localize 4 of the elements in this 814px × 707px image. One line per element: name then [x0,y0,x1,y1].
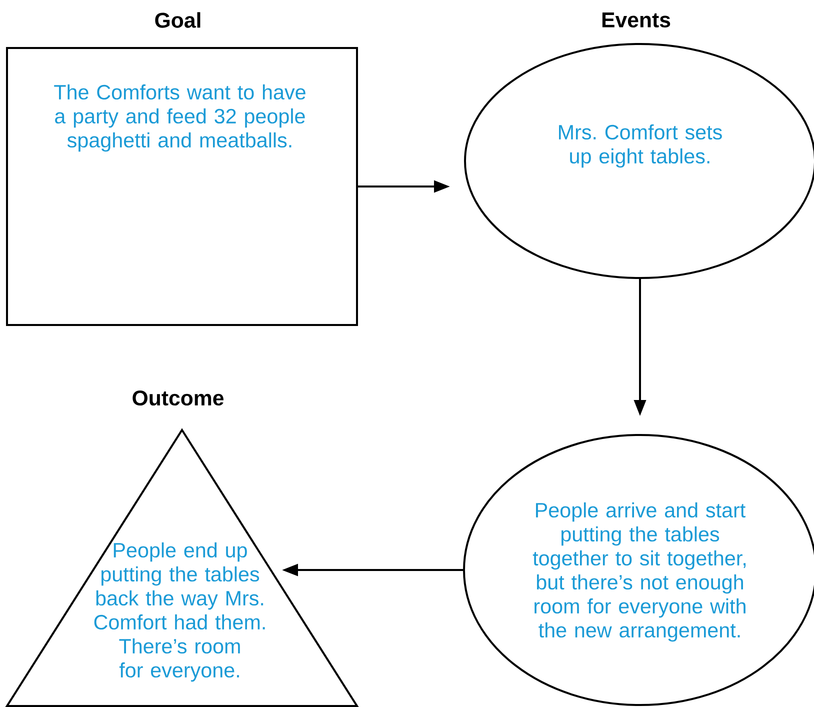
node-label: Events [602,12,670,28]
node-label: Outcome [132,390,224,406]
goal-box: Goal The Comforts want to have a party and feed 32 people spaghetti and meatballs. [6,12,358,326]
node-label: Goal [155,12,200,28]
